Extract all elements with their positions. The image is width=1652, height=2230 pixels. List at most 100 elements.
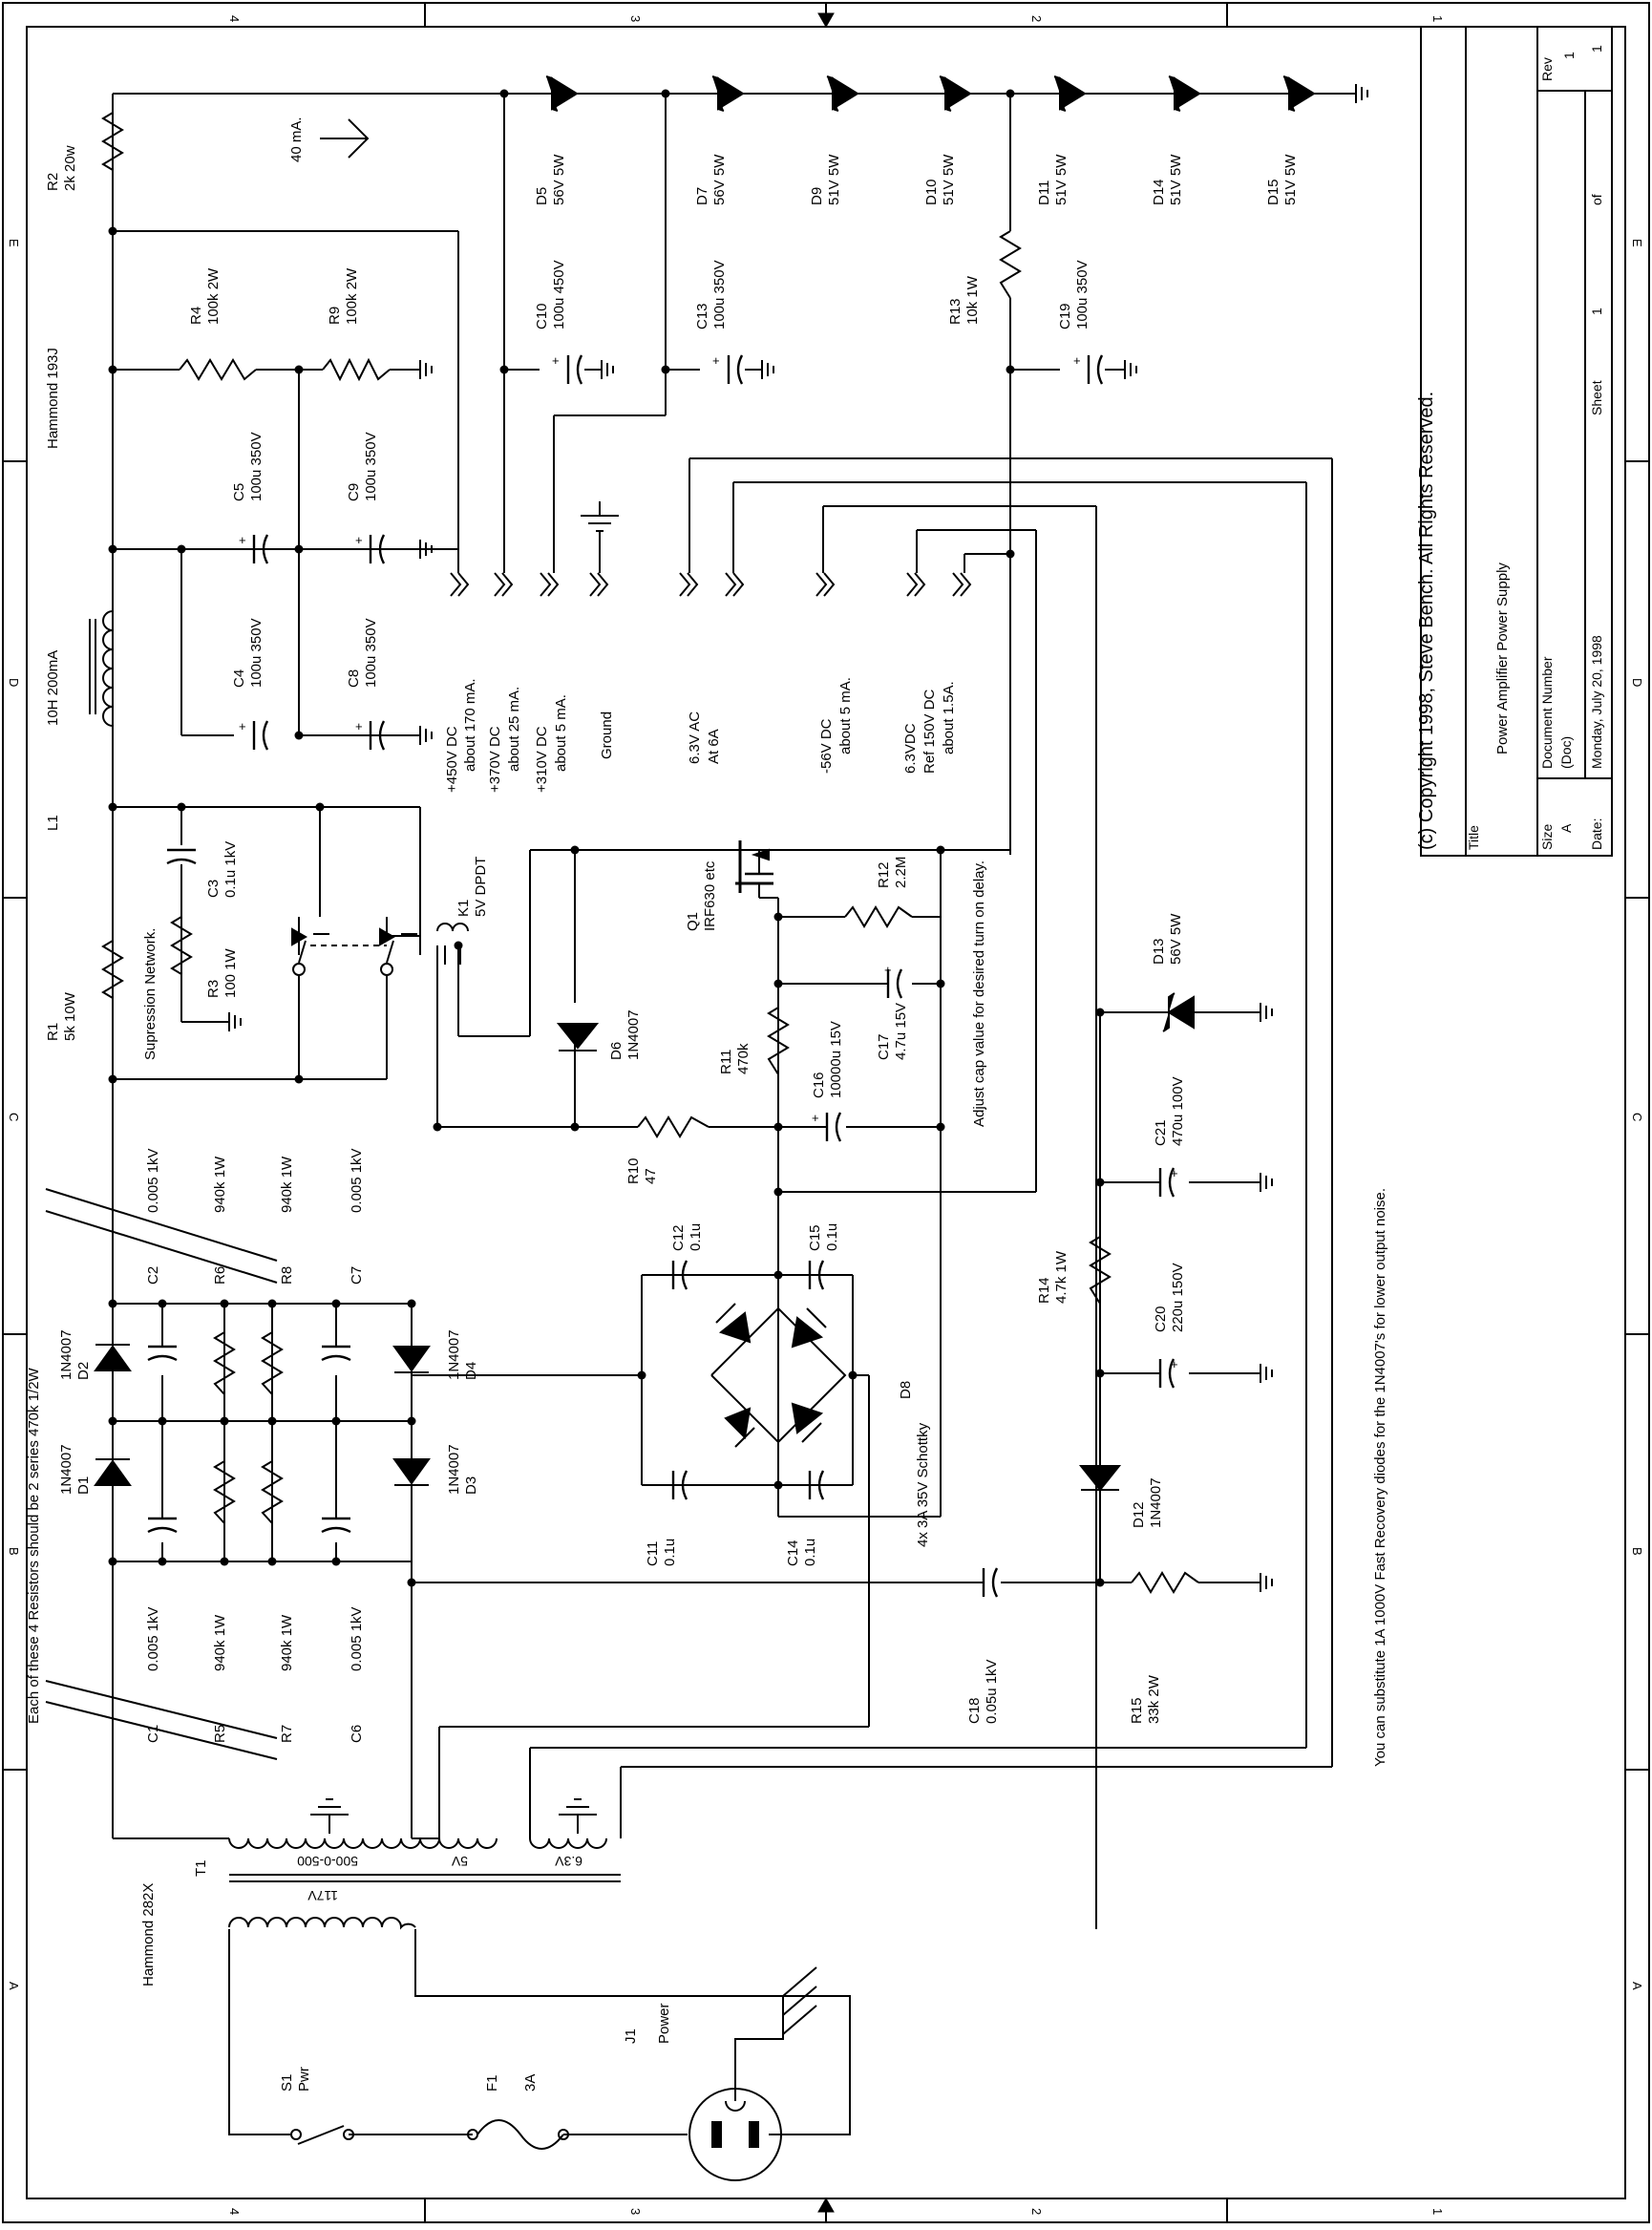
value-c10: 100u 450V (551, 260, 567, 329)
value-c17: 4.7u 15V (893, 1003, 909, 1060)
value-c14: 0.1u (802, 1539, 818, 1566)
value-r9: 100k 2W (344, 267, 360, 325)
note-fast-recovery: You can substitute 1A 1000V Fast Recover… (1372, 1188, 1388, 1767)
value-d15: 51V 5W (1282, 154, 1299, 205)
zener-d13 (1162, 992, 1195, 1032)
out-6v3ac: 6.3V AC (687, 711, 703, 764)
label-c15: C15 (807, 1224, 823, 1251)
ground-symbol (419, 726, 433, 745)
capacitor-c14 (808, 1470, 825, 1500)
label-c5: C5 (231, 483, 247, 501)
zener-d10 (939, 75, 972, 112)
value-d11: 51V 5W (1053, 154, 1070, 205)
value-r10: 47 (643, 1168, 659, 1184)
note-resistors: Each of these 4 Resistors should be 2 se… (26, 1367, 42, 1724)
sheet-value: 1 (1589, 308, 1604, 315)
svg-text:+: + (1171, 1357, 1178, 1371)
label-r5: R5 (212, 1725, 228, 1743)
resistors (101, 112, 1199, 1594)
label-d8: D8 (898, 1381, 914, 1399)
label-d7: D7 (694, 187, 710, 205)
svg-text:+: + (712, 353, 720, 368)
border-row-a-right: A (1630, 1982, 1644, 1990)
value-c20: 220u 150V (1170, 1263, 1186, 1332)
out-310v: +310V DC (534, 726, 550, 793)
border-col-2: 2 (1029, 15, 1044, 22)
label-c2: C2 (145, 1266, 161, 1285)
diode-d4 (392, 1346, 431, 1373)
resistor-r6 (213, 1331, 236, 1395)
zener-d11 (1053, 75, 1087, 112)
of-label: of (1589, 194, 1604, 205)
docnum-value: (Doc) (1558, 736, 1574, 769)
value-d8: 4x 3A 35V Schottky (915, 1422, 931, 1547)
ground-symbol (745, 360, 774, 379)
resistor-r13 (999, 230, 1022, 299)
svg-text:+: + (355, 533, 363, 547)
value-c19: 100u 350V (1074, 260, 1091, 329)
ground-symbol (559, 1798, 597, 1834)
value-r5: 940k 1W (212, 1614, 228, 1671)
border-row-b-right: B (1630, 1547, 1644, 1556)
zener-d7 (711, 75, 745, 112)
capacitor-c20 (1158, 1358, 1175, 1389)
capacitor-c19 (1087, 354, 1104, 385)
relay-k1 (291, 917, 469, 976)
value-j1: Power (656, 2003, 672, 2044)
value-r7: 940k 1W (279, 1614, 295, 1671)
label-r12: R12 (876, 861, 892, 888)
value-c7: 0.005 1kV (349, 1148, 365, 1213)
out-ground: Ground (599, 711, 615, 759)
t1-6v3: 6.3V (555, 1854, 582, 1869)
label-c1: C1 (145, 1725, 161, 1743)
label-d2: D2 (75, 1362, 92, 1380)
diode-d2 (94, 1344, 132, 1371)
ground-symbol (1260, 1573, 1273, 1592)
ground-symbol (584, 360, 614, 379)
title-value: Power Amplifier Power Supply (1494, 563, 1511, 754)
bridge-d8 (710, 1303, 847, 1448)
resistor-r14 (1089, 1236, 1112, 1305)
label-c7: C7 (349, 1266, 365, 1285)
capacitor-c3 (166, 848, 197, 865)
switch-s1 (290, 2125, 354, 2145)
value-l1: 10H 200mA (45, 650, 61, 726)
value-d10: 51V 5W (941, 154, 957, 205)
label-f1: F1 (484, 2074, 500, 2092)
label-r7: R7 (279, 1725, 295, 1743)
diode-d6 (556, 1023, 600, 1051)
value-c9: 100u 350V (363, 432, 379, 501)
value-c15: 0.1u (824, 1223, 840, 1251)
capacitor-c17 (886, 968, 903, 999)
resistor-r11 (767, 984, 790, 1075)
value-d12: 1N4007 (1148, 1477, 1164, 1528)
size-value: A (1558, 823, 1574, 833)
capacitor-c2 (147, 1345, 178, 1362)
out-6v3dc: 6.3VDC (902, 723, 919, 774)
value-r11: 470k (735, 1043, 752, 1074)
t1-primary: 117V (307, 1888, 338, 1903)
label-d6: D6 (608, 1042, 625, 1060)
value-c2: 0.005 1kV (145, 1148, 161, 1213)
label-d3: D3 (463, 1476, 479, 1495)
capacitors (147, 354, 1175, 1598)
label-d12: D12 (1131, 1501, 1147, 1528)
resistor-r5 (213, 1460, 236, 1524)
label-c9: C9 (346, 483, 362, 501)
label-d10: D10 (923, 179, 940, 205)
capacitor-c11 (671, 1470, 688, 1500)
out-neg56v: -56V DC (818, 718, 835, 774)
capacitor-c12 (671, 1260, 688, 1290)
value-d2: 1N4007 (58, 1329, 74, 1380)
value-r12: 2.2M (893, 857, 909, 888)
value-c18: 0.05u 1kV (984, 1659, 1000, 1724)
label-c12: C12 (670, 1224, 687, 1251)
border-row-c: C (7, 1113, 21, 1121)
value-d14: 51V 5W (1168, 154, 1184, 205)
border-row-a: A (7, 1982, 21, 1990)
label-j1: J1 (623, 2028, 639, 2044)
ground-symbol (1260, 1364, 1273, 1383)
svg-text:+: + (552, 353, 560, 368)
svg-text:+: + (1073, 353, 1081, 368)
